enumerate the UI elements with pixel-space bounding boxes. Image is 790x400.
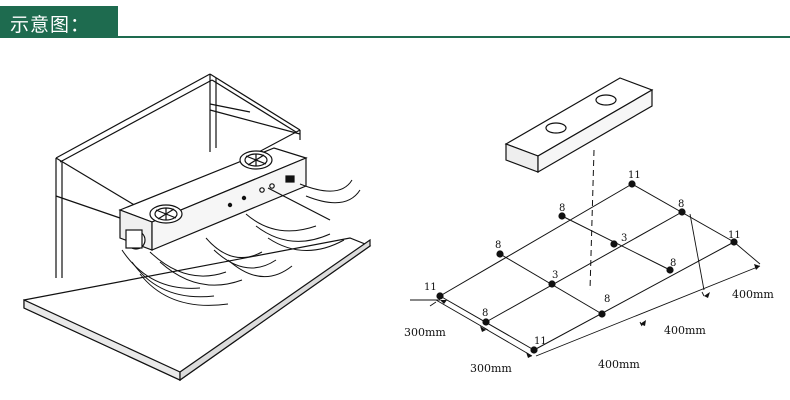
- point-mr: [666, 266, 674, 274]
- grid-points: [436, 180, 738, 354]
- label-mr: 8: [670, 258, 676, 269]
- section-title: 示意图：: [10, 14, 91, 36]
- label-tc: 8: [678, 199, 684, 210]
- ionizer-illustration: [23, 73, 372, 382]
- dim-right-lower: 400mm: [664, 324, 706, 337]
- label-bc: 8: [482, 308, 488, 319]
- point-cl: [496, 250, 504, 258]
- label-mc: 3: [621, 233, 627, 244]
- ionizer-bar: [118, 147, 331, 251]
- label-cl: 8: [495, 240, 501, 251]
- header-tab: [0, 6, 118, 36]
- point-ml: [558, 212, 566, 220]
- center-line: [589, 149, 595, 291]
- airflow-arcs: [121, 179, 361, 306]
- point-bl: [436, 292, 444, 300]
- dimension-lines: [410, 213, 761, 357]
- label-tr: 11: [728, 230, 741, 241]
- label-br: 11: [534, 336, 547, 347]
- measurement-diagram: [410, 77, 761, 358]
- dim-bottom: 400mm: [598, 358, 640, 371]
- point-tl: [628, 180, 636, 188]
- point-labels: 11 8 11 8 3 8 8 3 8 11 8 11: [424, 170, 741, 347]
- header-divider: [0, 36, 790, 38]
- section-header: 示意图：: [0, 0, 790, 40]
- dimension-arrows: [440, 264, 760, 358]
- fan-left-icon: [149, 204, 183, 224]
- label-tl: 11: [628, 170, 641, 181]
- ionizer-block: [504, 77, 654, 174]
- dim-left-top: 300mm: [404, 326, 446, 339]
- point-bc: [482, 318, 490, 326]
- point-mc: [610, 240, 618, 248]
- point-br: [530, 346, 538, 354]
- point-cr: [598, 310, 606, 318]
- point-tc: [678, 208, 686, 216]
- point-cc: [548, 280, 556, 288]
- dimension-labels: 300mm 300mm 400mm 400mm 400mm: [404, 288, 774, 375]
- label-cc: 3: [552, 270, 558, 281]
- point-tr: [730, 238, 738, 246]
- fan-right-icon: [239, 150, 273, 170]
- table-plate: [23, 237, 372, 382]
- dim-right-upper: 400mm: [732, 288, 774, 301]
- label-ml: 8: [559, 203, 565, 214]
- label-cr: 8: [604, 294, 610, 305]
- label-bl: 11: [424, 282, 437, 293]
- dim-left-bottom: 300mm: [470, 362, 512, 375]
